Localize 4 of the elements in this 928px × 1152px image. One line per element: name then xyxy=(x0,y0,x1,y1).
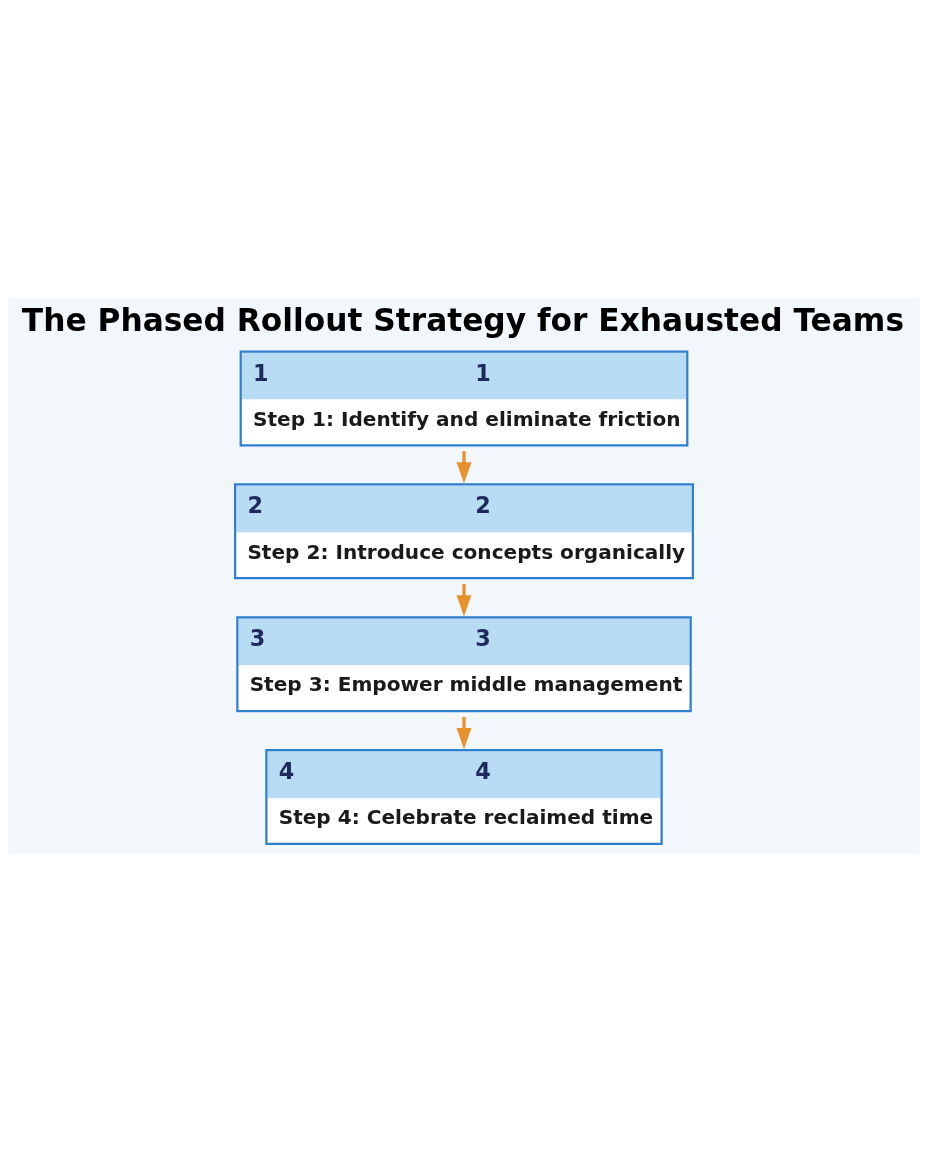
arrow xyxy=(456,716,472,750)
arrow xyxy=(456,584,472,617)
arrow xyxy=(456,451,472,484)
diagram-title: The Phased Rollout Strategy for Exhausted Teams xyxy=(21,301,905,338)
